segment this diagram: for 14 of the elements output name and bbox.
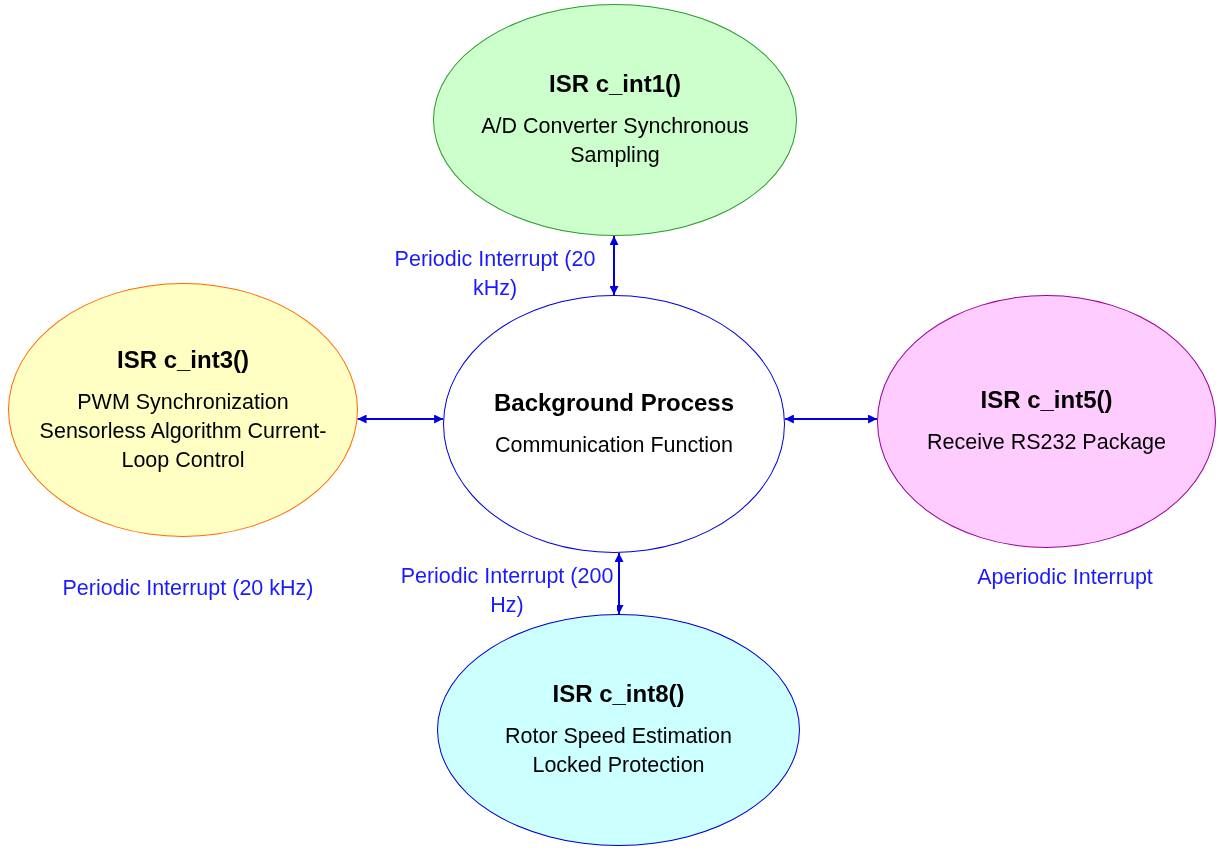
- node-description: Rotor Speed Estimation Locked Protection: [503, 723, 734, 779]
- node-description: PWM Synchronization Sensorless Algorithm Current-Loop Control: [38, 388, 328, 474]
- double-arrow: [783, 414, 879, 424]
- node-description: A/D Converter Synchronous Sampling: [480, 113, 750, 169]
- double-arrow: [614, 551, 624, 615]
- node-description: Receive RS232 Package: [927, 429, 1166, 456]
- double-arrow: [609, 235, 619, 296]
- node-description: Communication Function: [495, 431, 733, 459]
- node-title: Background Process: [493, 388, 735, 417]
- node-title: ISR c_int8(): [552, 680, 685, 708]
- node-title: ISR c_int3(): [117, 345, 249, 374]
- node-title: ISR c_int1(): [549, 70, 681, 98]
- node-title: ISR c_int5(): [980, 386, 1113, 414]
- double-arrow: [356, 414, 445, 424]
